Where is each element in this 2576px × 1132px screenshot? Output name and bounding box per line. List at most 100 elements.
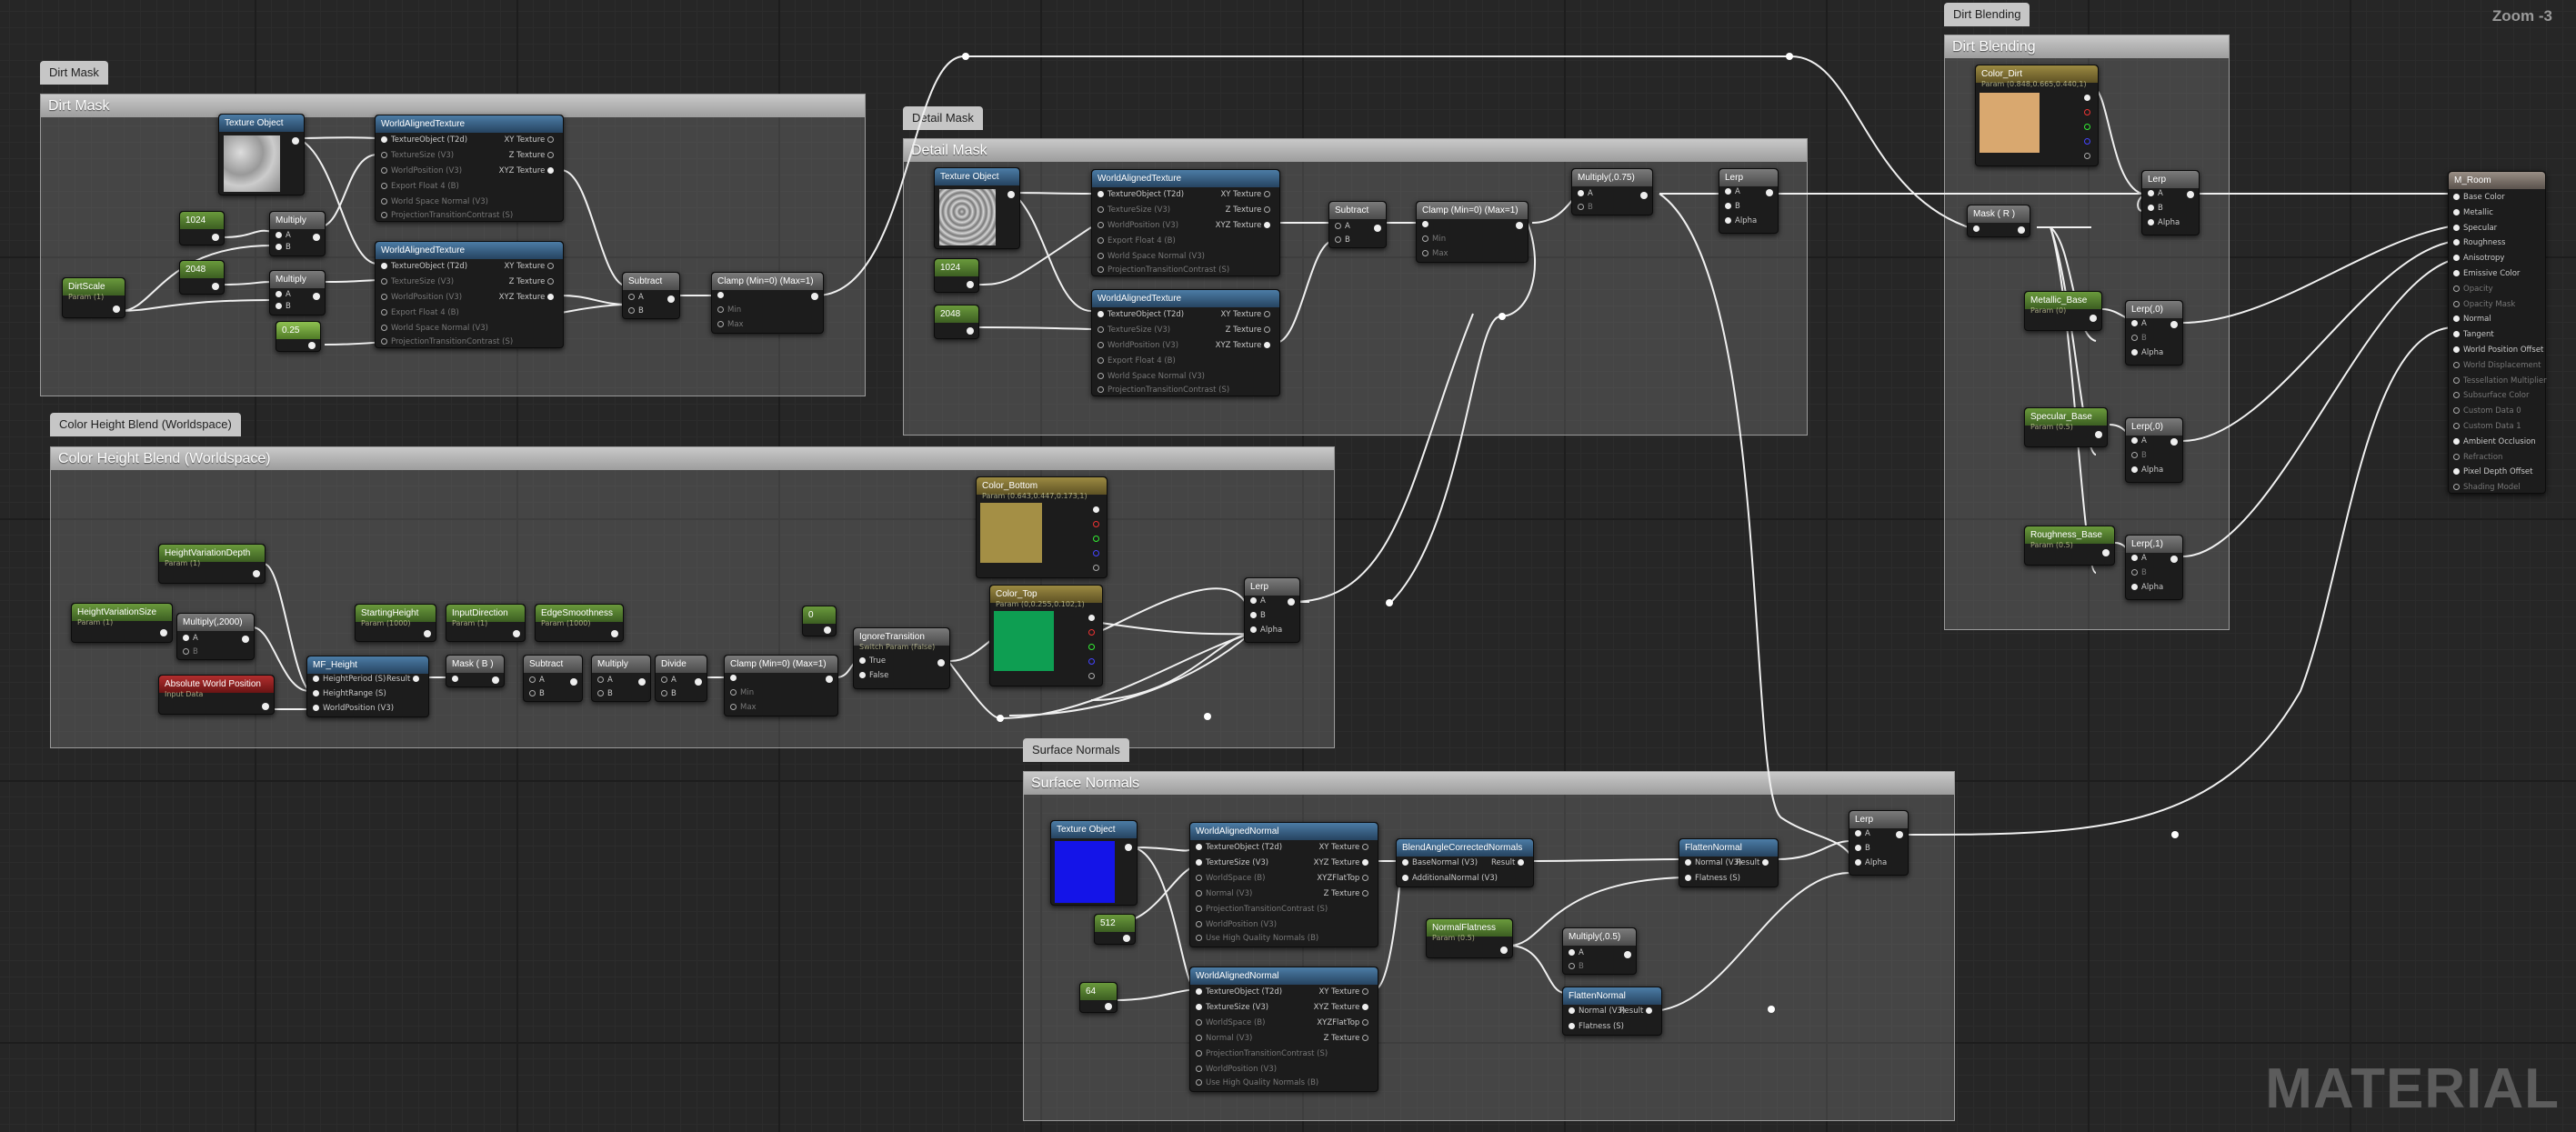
node-component-mask[interactable]: Mask ( B ) xyxy=(446,655,505,687)
node-flatten-normal[interactable]: FlattenNormal Normal (V3) Flatness (S) R… xyxy=(1562,987,1662,1036)
comment-tab-dirt-blending[interactable]: Dirt Blending xyxy=(1944,3,2030,26)
node-texture-object[interactable]: Texture Object xyxy=(218,114,305,195)
node-texture-object[interactable]: Texture Object xyxy=(934,167,1020,249)
output-pin[interactable] xyxy=(262,703,269,710)
node-multiply[interactable]: Multiply A B xyxy=(269,211,326,256)
output-pin[interactable] xyxy=(2018,226,2025,234)
node-texture-object[interactable]: Texture Object xyxy=(1050,820,1138,906)
comment-tab-surface-normals[interactable]: Surface Normals xyxy=(1023,738,1129,762)
output-pin[interactable] xyxy=(1105,1003,1112,1010)
output-pin[interactable] xyxy=(638,678,646,686)
material-input-pin[interactable]: Subsurface Color xyxy=(2453,390,2530,401)
output-pin[interactable] xyxy=(667,296,675,303)
node-world-aligned-normal[interactable]: WorldAlignedNormal TextureObject (T2d) T… xyxy=(1189,967,1378,1092)
node-lerp[interactable]: Lerp A B Alpha xyxy=(2141,170,2200,235)
output-pin[interactable] xyxy=(1624,951,1631,958)
output-pin[interactable] xyxy=(2187,191,2194,198)
node-flatten-normal[interactable]: FlattenNormal Normal (V3) Flatness (S) R… xyxy=(1679,838,1779,887)
material-input-pin[interactable]: Tangent xyxy=(2453,329,2494,340)
output-pin[interactable] xyxy=(2090,315,2097,322)
node-multiply[interactable]: Multiply(,0.75) A B xyxy=(1571,168,1653,215)
output-pin[interactable] xyxy=(2102,549,2110,556)
output-pin[interactable] xyxy=(570,678,577,686)
node-subtract[interactable]: Subtract A B xyxy=(622,272,680,319)
output-pin[interactable] xyxy=(1123,935,1130,942)
comment-tab-dirt-mask[interactable]: Dirt Mask xyxy=(40,61,108,85)
output-pin[interactable] xyxy=(824,626,831,634)
output-pin[interactable] xyxy=(113,306,120,313)
output-pin[interactable] xyxy=(1288,598,1295,606)
material-input-pin[interactable]: Metallic xyxy=(2453,207,2493,218)
output-pin[interactable] xyxy=(424,630,431,637)
material-input-pin[interactable]: Anisotropy xyxy=(2453,253,2504,264)
node-blend-normals[interactable]: BlendAngleCorrectedNormals BaseNormal (V… xyxy=(1396,838,1534,887)
node-constant[interactable]: 2048 xyxy=(179,260,225,295)
node-constant[interactable]: 512 xyxy=(1094,914,1136,945)
node-world-aligned-normal[interactable]: WorldAlignedNormal TextureObject (T2d) T… xyxy=(1189,822,1378,947)
node-constant[interactable]: 0 xyxy=(802,606,837,636)
node-mf-height[interactable]: MF_Height HeightPeriod (S) HeightRange (… xyxy=(306,656,429,717)
output-pin[interactable] xyxy=(811,293,818,300)
material-input-pin[interactable]: Specular xyxy=(2453,223,2497,234)
output-pin[interactable] xyxy=(967,281,974,288)
node-constant[interactable]: 0.25 xyxy=(276,321,321,352)
material-input-pin[interactable]: Normal xyxy=(2453,314,2491,325)
output-pin[interactable] xyxy=(292,137,299,145)
node-component-mask[interactable]: Mask ( R ) xyxy=(1967,205,2030,237)
output-pin[interactable] xyxy=(1374,225,1381,232)
output-pin[interactable] xyxy=(1125,844,1132,851)
material-input-pin[interactable]: Opacity Mask xyxy=(2453,299,2515,310)
node-divide[interactable]: Divide A B xyxy=(655,655,707,702)
node-lerp[interactable]: Lerp A B Alpha xyxy=(1244,577,1300,643)
material-input-pin[interactable]: Base Color xyxy=(2453,192,2505,203)
output-pin[interactable] xyxy=(2095,431,2102,438)
material-input-pin[interactable]: Tessellation Multiplier xyxy=(2453,376,2547,386)
comment-tab-detail-mask[interactable]: Detail Mask xyxy=(903,106,983,130)
output-pin[interactable] xyxy=(695,678,702,686)
node-clamp[interactable]: Clamp (Min=0) (Max=1) Min Max xyxy=(724,655,838,716)
node-multiply[interactable]: Multiply A B xyxy=(591,655,651,702)
node-multiply[interactable]: Multiply A B xyxy=(269,270,326,316)
output-pin[interactable] xyxy=(160,629,167,636)
node-multiply[interactable]: Multiply(,0.5) A B xyxy=(1562,927,1637,975)
output-pin[interactable] xyxy=(242,636,249,643)
node-multiply[interactable]: Multiply(,2000) A B xyxy=(176,613,255,660)
node-world-aligned-texture[interactable]: WorldAlignedTexture TextureObject (T2d) … xyxy=(1091,289,1280,396)
output-pin[interactable] xyxy=(212,234,219,241)
comment-box-detail-mask[interactable]: Detail Mask xyxy=(903,138,1808,436)
output-pin[interactable] xyxy=(1500,947,1508,954)
output-pin[interactable] xyxy=(611,630,618,637)
material-input-pin[interactable]: Emissive Color xyxy=(2453,268,2520,279)
node-clamp[interactable]: Clamp (Min=0) (Max=1) Min Max xyxy=(711,272,824,334)
output-pin[interactable] xyxy=(253,570,260,577)
output-pin[interactable] xyxy=(492,676,499,684)
material-input-pin[interactable]: Pixel Depth Offset xyxy=(2453,466,2533,477)
comment-tab-color-height[interactable]: Color Height Blend (Worldspace) xyxy=(50,413,241,436)
output-pin[interactable] xyxy=(513,630,520,637)
node-world-aligned-texture[interactable]: WorldAlignedTexture TextureObject (T2d) … xyxy=(375,115,564,222)
output-pin[interactable] xyxy=(1007,191,1015,198)
output-pin[interactable] xyxy=(313,234,320,241)
node-lerp[interactable]: Lerp A B Alpha xyxy=(1849,810,1909,876)
node-world-aligned-texture[interactable]: WorldAlignedTexture TextureObject (T2d) … xyxy=(375,241,564,348)
node-lerp[interactable]: Lerp(,0) A B Alpha xyxy=(2125,417,2183,483)
node-constant[interactable]: 1024 xyxy=(934,258,979,293)
node-lerp[interactable]: Lerp(,0) A B Alpha xyxy=(2125,300,2183,366)
material-input-pin[interactable]: Custom Data 1 xyxy=(2453,421,2521,432)
node-subtract[interactable]: Subtract A B xyxy=(1328,201,1387,248)
output-pin[interactable] xyxy=(937,659,945,666)
node-constant[interactable]: 2048 xyxy=(934,305,979,339)
material-input-pin[interactable]: World Displacement xyxy=(2453,360,2541,371)
material-input-pin[interactable]: Opacity xyxy=(2453,284,2493,295)
output-pin[interactable] xyxy=(1516,222,1523,229)
